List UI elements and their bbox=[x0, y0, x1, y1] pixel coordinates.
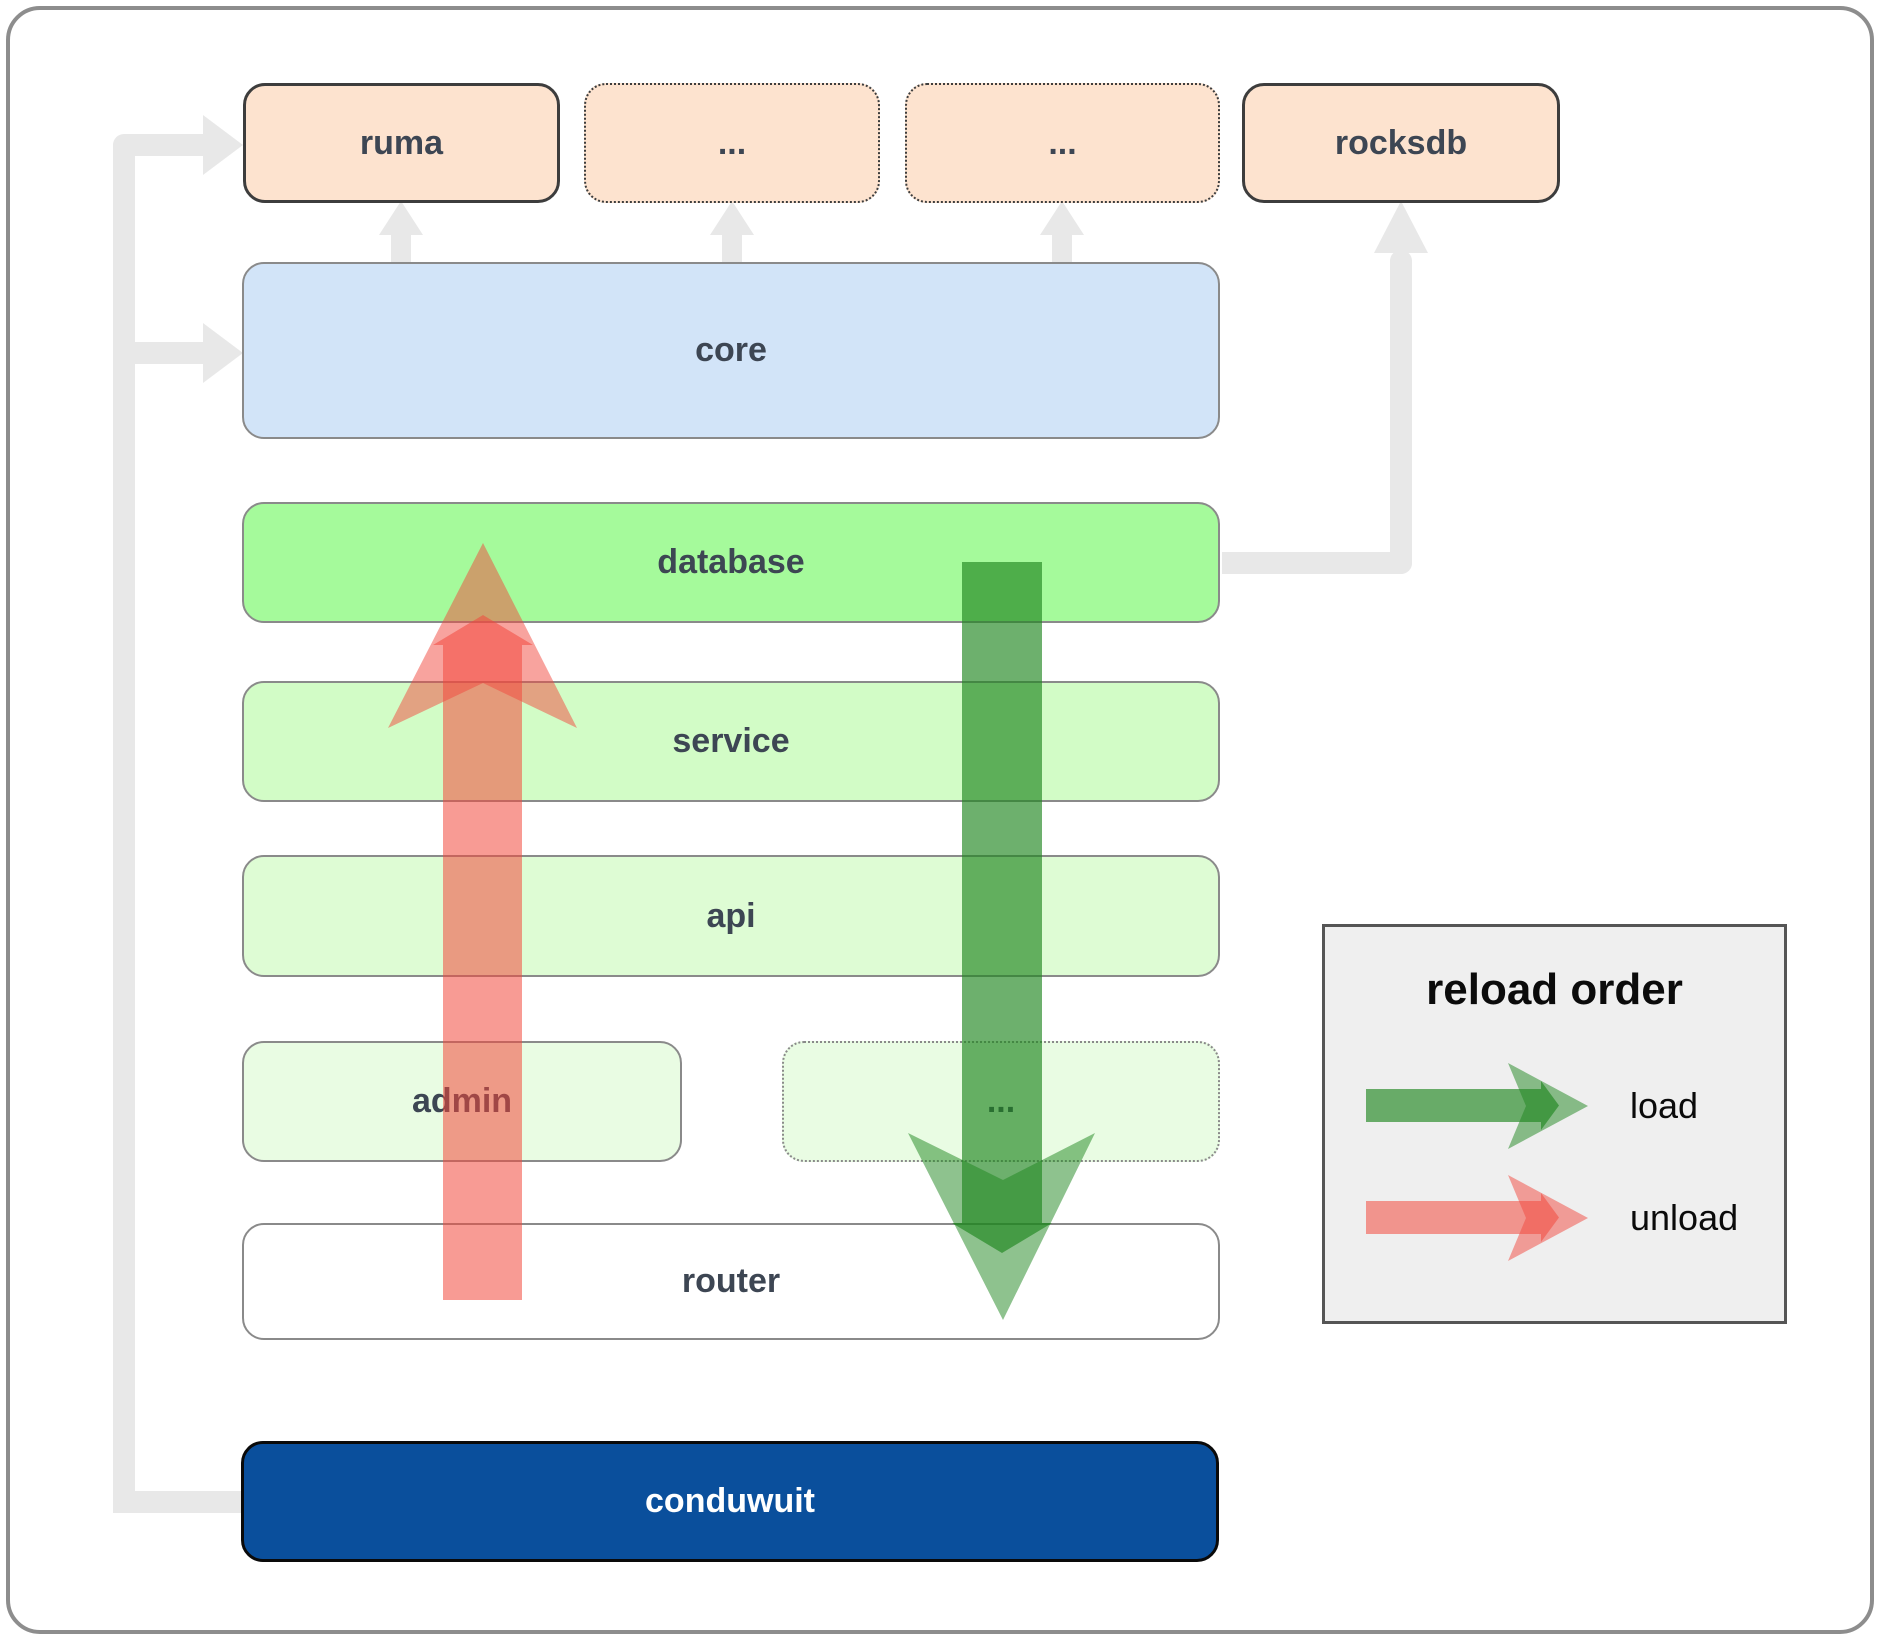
node-rocksdb: rocksdb bbox=[1242, 83, 1560, 203]
node-core-label: core bbox=[695, 331, 767, 369]
core-to-ellipsis1-arrow-line bbox=[722, 233, 742, 263]
node-ellipsis-top-1-label: ... bbox=[717, 123, 747, 162]
node-core: core bbox=[242, 262, 1220, 439]
node-ellipsis-top-2: ... bbox=[905, 83, 1220, 203]
conduwuit-to-trunk-line bbox=[113, 1491, 243, 1513]
node-rocksdb-label: rocksdb bbox=[1334, 123, 1468, 162]
database-to-rocksdb-line-vertical bbox=[1390, 250, 1412, 574]
node-ruma-label: ruma bbox=[359, 123, 444, 162]
node-service-label: service bbox=[672, 722, 790, 760]
load-arrow-shaft bbox=[952, 562, 1052, 1253]
node-api: api bbox=[242, 855, 1220, 977]
trunk-to-ruma-line bbox=[124, 134, 204, 156]
conduwuit-dependency-trunk-line bbox=[113, 134, 135, 1513]
node-ellipsis-top-2-label: ... bbox=[1048, 123, 1077, 162]
database-to-rocksdb-line-horizontal bbox=[1222, 552, 1412, 574]
legend-load-label: load bbox=[1630, 1085, 1699, 1126]
node-ruma: ruma bbox=[243, 83, 560, 203]
node-database: database bbox=[242, 502, 1220, 623]
core-to-ellipsis2-arrow-line bbox=[1052, 233, 1072, 263]
trunk-to-core-line bbox=[124, 342, 204, 364]
core-to-ruma-arrow-line bbox=[391, 233, 411, 263]
node-api-label: api bbox=[706, 896, 756, 935]
node-service: service bbox=[242, 681, 1220, 802]
legend-reload-order: reload order load unload bbox=[1322, 924, 1787, 1324]
unload-arrow-shaft bbox=[433, 615, 533, 1300]
node-conduwuit: conduwuit bbox=[241, 1441, 1219, 1562]
node-database-label: database bbox=[657, 543, 805, 581]
node-router-label: router bbox=[681, 1262, 781, 1300]
legend-title: reload order bbox=[1426, 965, 1683, 1014]
node-router: router bbox=[242, 1223, 1220, 1340]
diagram-frame bbox=[6, 6, 1874, 1634]
legend-unload-label: unload bbox=[1630, 1197, 1739, 1238]
node-conduwuit-label: conduwuit bbox=[645, 1482, 815, 1520]
node-ellipsis-top-1: ... bbox=[584, 83, 880, 203]
